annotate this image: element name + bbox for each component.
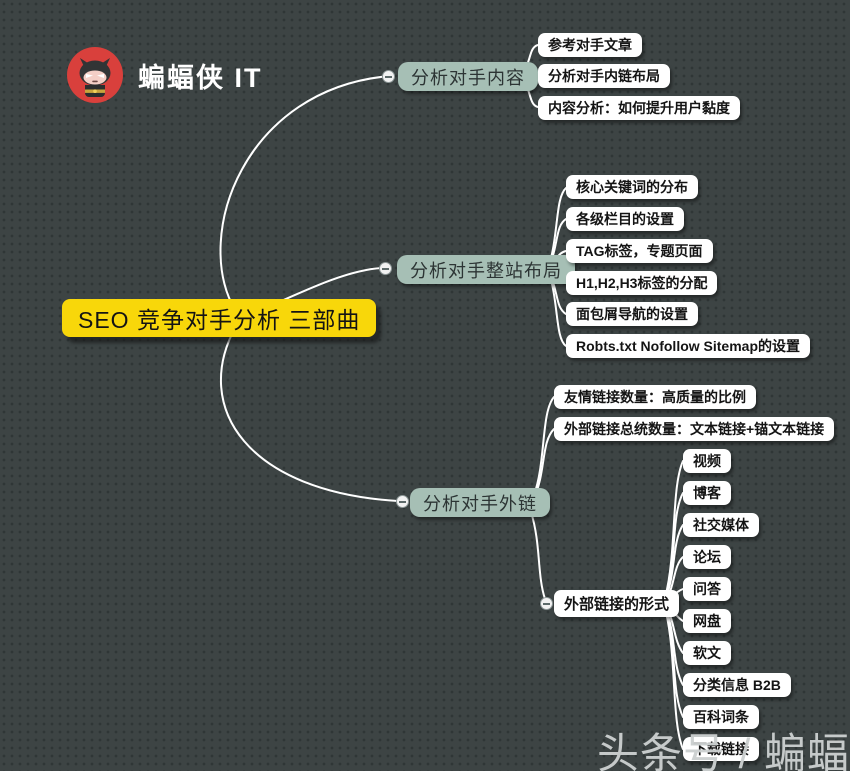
- child-column-settings[interactable]: 各级栏目的设置: [566, 207, 684, 231]
- leaf-social-media[interactable]: 社交媒体: [683, 513, 759, 537]
- leaf-forum[interactable]: 论坛: [683, 545, 731, 569]
- leaf-qa[interactable]: 问答: [683, 577, 731, 601]
- child-core-keyword-distribution[interactable]: 核心关键词的分布: [566, 175, 698, 199]
- collapse-handle-backlinks[interactable]: [396, 495, 409, 508]
- leaf-encyclopedia-entry[interactable]: 百科词条: [683, 705, 759, 729]
- batman-mascot-icon: [67, 47, 123, 103]
- collapse-handle-content[interactable]: [382, 70, 395, 83]
- subtopic-external-link-forms[interactable]: 外部链接的形式: [554, 590, 680, 617]
- child-breadcrumb-navigation[interactable]: 面包屑导航的设置: [566, 302, 698, 326]
- child-reference-competitor-articles[interactable]: 参考对手文章: [538, 33, 642, 57]
- leaf-net-disk[interactable]: 网盘: [683, 609, 731, 633]
- child-tag-topic-pages[interactable]: TAG标签，专题页面: [566, 239, 713, 263]
- leaf-video[interactable]: 视频: [683, 449, 731, 473]
- collapse-handle-layout[interactable]: [379, 262, 392, 275]
- child-internal-link-layout[interactable]: 分析对手内链布局: [538, 64, 670, 88]
- leaf-blog[interactable]: 博客: [683, 481, 731, 505]
- root-topic[interactable]: SEO 竞争对手分析 三部曲: [62, 299, 377, 337]
- child-friend-link-quality-ratio[interactable]: 友情链接数量：高质量的比例: [554, 385, 756, 409]
- child-robots-nofollow-sitemap[interactable]: Robts.txt Nofollow Sitemap的设置: [566, 334, 810, 358]
- collapse-handle-link-forms[interactable]: [540, 597, 553, 610]
- child-content-analysis-stickiness[interactable]: 内容分析：如何提升用户黏度: [538, 96, 740, 120]
- leaf-classified-info-b2b[interactable]: 分类信息 B2B: [683, 673, 791, 697]
- branch-analyze-backlinks[interactable]: 分析对手外链: [410, 488, 550, 517]
- leaf-soft-article[interactable]: 软文: [683, 641, 731, 665]
- brand-name: 蝙蝠侠 IT: [138, 62, 263, 93]
- brand-logo: 蝙蝠侠 IT: [66, 46, 263, 104]
- child-external-link-total-count[interactable]: 外部链接总统数量：文本链接+锚文本链接: [554, 417, 835, 441]
- branch-analyze-competitor-content[interactable]: 分析对手内容: [398, 62, 538, 91]
- child-heading-tag-allocation[interactable]: H1,H2,H3标签的分配: [566, 271, 718, 295]
- leaf-download-links[interactable]: 下载链接: [683, 737, 759, 761]
- branch-analyze-site-layout[interactable]: 分析对手整站布局: [397, 255, 575, 284]
